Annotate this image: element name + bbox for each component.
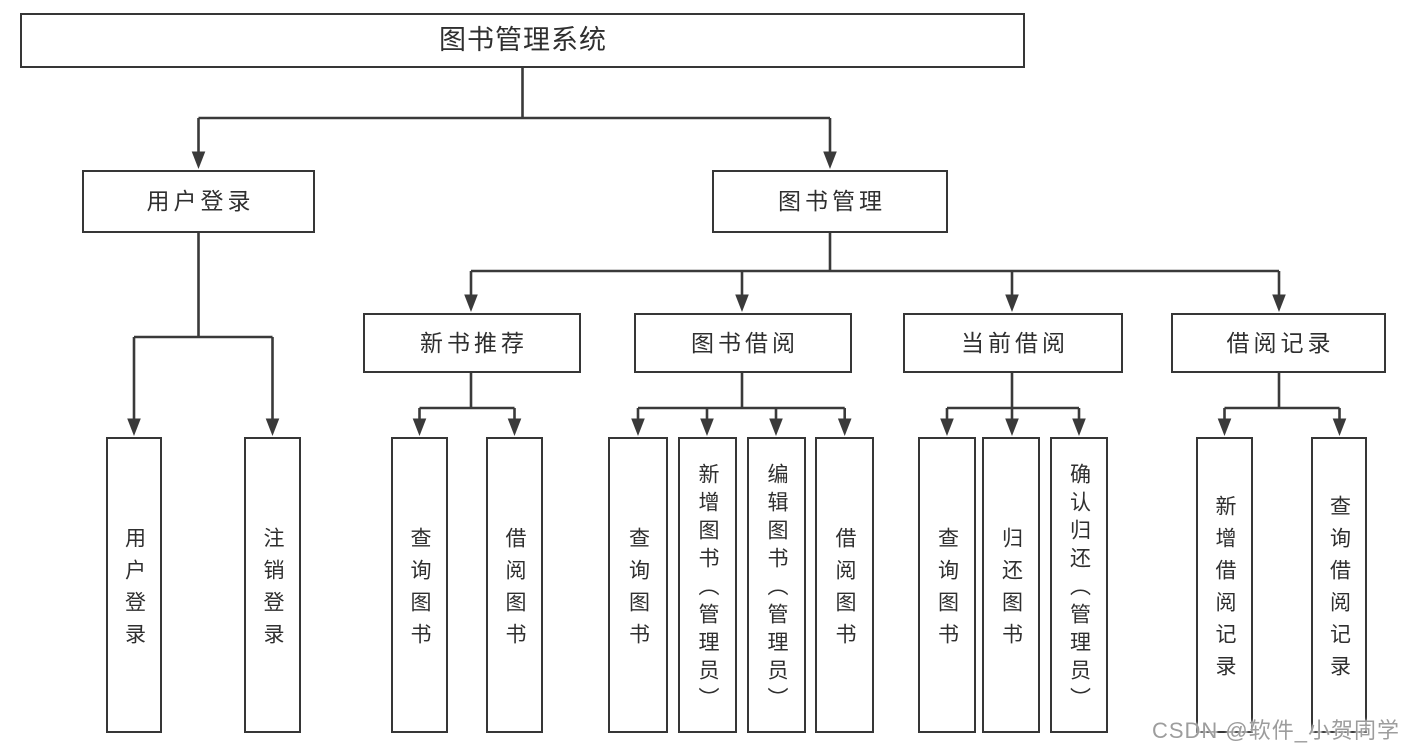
node-label: 新书推荐 [420, 329, 528, 356]
arrowhead [837, 418, 852, 436]
node-label: 查询图书 [408, 526, 431, 655]
arrowhead [265, 418, 280, 436]
node-label: 当前借阅 [961, 329, 1069, 356]
node-user-login: 用户登录 [82, 170, 315, 233]
node-borrowing-records: 借阅记录 [1171, 313, 1386, 373]
node-label: 用户登录 [122, 526, 146, 655]
node-label: 借阅记录 [1226, 329, 1335, 356]
arrowhead [191, 151, 206, 169]
node-new-book-recommendation: 新书推荐 [363, 313, 581, 373]
node-label: 用户登录 [146, 188, 255, 214]
arrowhead [700, 418, 714, 436]
node-label: 查询借阅记录 [1327, 494, 1351, 687]
leaf-user-login: 用户登录 [106, 437, 162, 733]
node-label: 借阅图书 [833, 526, 856, 655]
arrowhead [940, 418, 954, 436]
csdn-watermark: CSDN @软件_小贺同学 [1151, 718, 1400, 743]
arrowhead [464, 294, 478, 312]
leaf-confirm-return-admin: 确认归还（管理员） [1050, 437, 1108, 733]
arrowhead [1272, 294, 1286, 312]
node-current-borrowing: 当前借阅 [903, 313, 1123, 373]
node-label: 新增借阅记录 [1213, 494, 1236, 687]
leaf-query-books-borrowing: 查询图书 [608, 437, 668, 733]
leaf-edit-book-admin: 编辑图书（管理员） [747, 437, 806, 733]
node-label: 图书借阅 [691, 329, 799, 356]
leaf-query-books-recommend: 查询图书 [391, 437, 448, 733]
arrowhead [1217, 418, 1232, 436]
node-label: 归还图书 [999, 526, 1023, 655]
arrowhead [1005, 418, 1019, 436]
leaf-query-borrow-record: 查询借阅记录 [1311, 437, 1367, 733]
node-label: 编辑图书（管理员） [765, 462, 788, 715]
arrowhead [1332, 418, 1347, 436]
node-label: 查询图书 [935, 526, 959, 655]
leaf-add-book-admin: 新增图书（管理员） [678, 437, 737, 733]
arrowhead [631, 418, 645, 436]
arrowhead [127, 418, 141, 436]
arrowhead [1072, 418, 1086, 436]
node-book-management: 图书管理 [712, 170, 948, 233]
arrowhead [769, 418, 783, 436]
leaf-borrow-books-recommend: 借阅图书 [486, 437, 543, 733]
node-book-borrowing: 图书借阅 [634, 313, 852, 373]
leaf-add-borrow-record: 新增借阅记录 [1196, 437, 1253, 733]
node-label: 新增图书（管理员） [696, 462, 719, 715]
node-label: 注销登录 [261, 526, 284, 655]
arrowhead [507, 418, 522, 436]
arrowhead [412, 418, 427, 436]
arrowhead [1005, 294, 1019, 312]
node-label: 查询图书 [626, 526, 650, 655]
node-label: 图书管理 [778, 188, 886, 214]
leaf-query-books-current: 查询图书 [918, 437, 976, 733]
leaf-borrow-books-borrowing: 借阅图书 [815, 437, 874, 733]
arrowhead [823, 151, 837, 169]
leaf-return-book: 归还图书 [982, 437, 1040, 733]
node-label: 确认归还（管理员） [1067, 462, 1091, 715]
leaf-logout: 注销登录 [244, 437, 301, 733]
node-library-management-system: 图书管理系统 [20, 13, 1025, 68]
arrowhead [735, 294, 749, 312]
node-label: 借阅图书 [503, 526, 526, 655]
node-label: 图书管理系统 [439, 25, 607, 55]
